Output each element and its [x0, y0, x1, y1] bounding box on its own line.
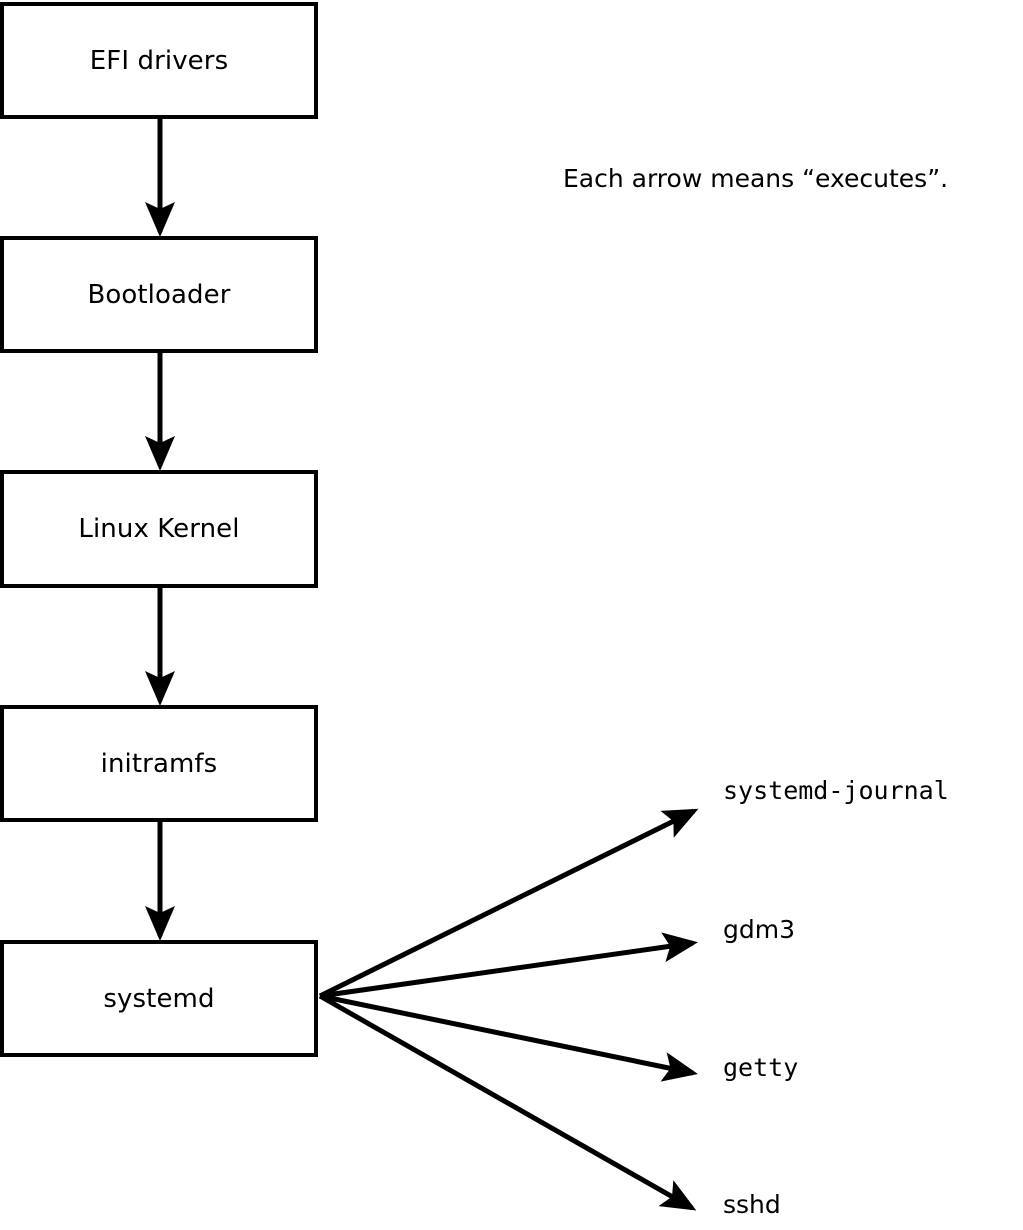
- leaf-label-systemd-journal[interactable]: systemd-journal: [723, 776, 949, 805]
- process-box-label: systemd: [103, 983, 215, 1014]
- diagram-caption: Each arrow means “executes”.: [563, 164, 949, 193]
- leaf-label-sshd[interactable]: sshd: [723, 1190, 781, 1219]
- process-box-linux-kernel[interactable]: Linux Kernel: [0, 470, 318, 588]
- fanout-arrow-systemd-journal: [318, 808, 699, 999]
- process-box-bootloader[interactable]: Bootloader: [0, 236, 318, 353]
- process-box-systemd[interactable]: systemd: [0, 940, 318, 1057]
- fanout-arrow-sshd: [318, 993, 697, 1211]
- process-box-label: initramfs: [100, 748, 218, 779]
- process-box-label: Linux Kernel: [78, 514, 240, 544]
- fanout-arrow-gdm3: [319, 932, 698, 999]
- process-box-label: EFI drivers: [89, 45, 229, 76]
- fanout-arrow-getty: [319, 993, 698, 1082]
- process-box-label: Bootloader: [87, 279, 231, 310]
- leaf-label-gdm3[interactable]: gdm3: [723, 915, 795, 944]
- process-box-efi-drivers[interactable]: EFI drivers: [0, 2, 318, 119]
- process-box-initramfs[interactable]: initramfs: [0, 705, 318, 822]
- leaf-label-getty[interactable]: getty: [723, 1053, 799, 1082]
